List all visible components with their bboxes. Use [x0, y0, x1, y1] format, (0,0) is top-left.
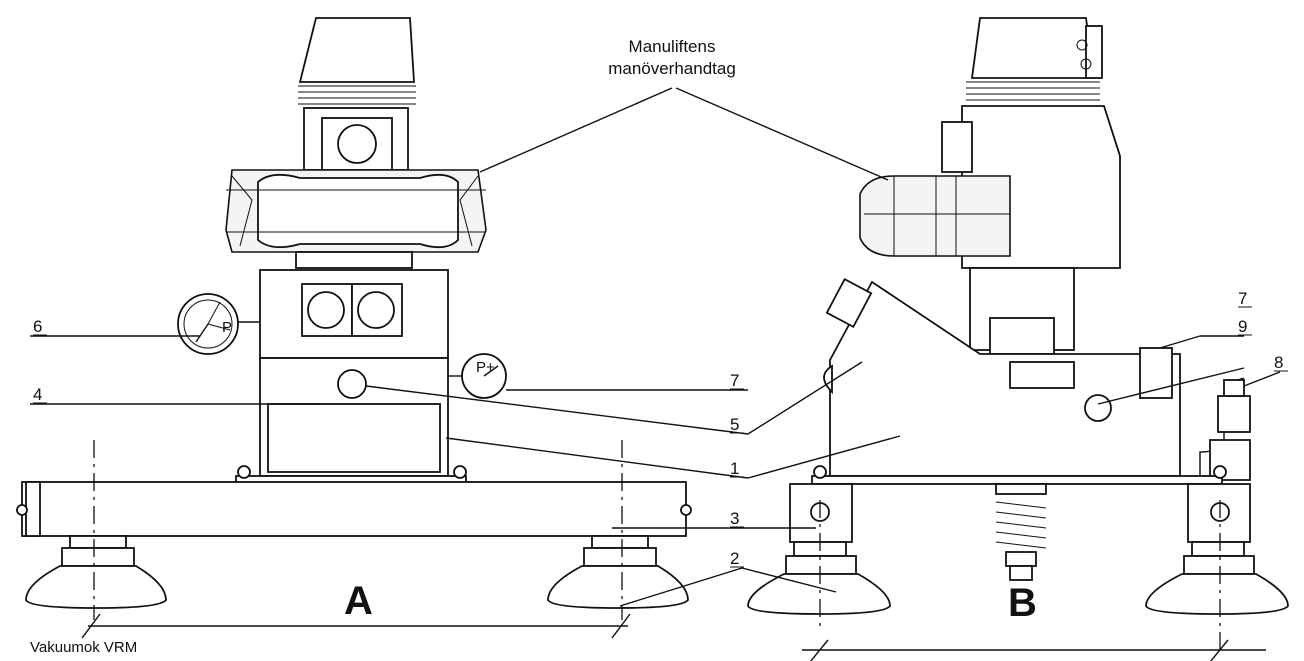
- callout-5: 5: [730, 415, 739, 434]
- callout-6: 6: [33, 317, 42, 336]
- view-b-label: B: [1008, 581, 1037, 625]
- callout-9: 9: [1238, 317, 1247, 336]
- leader-lines: [30, 87, 1281, 661]
- callout-7-b: 7: [1238, 289, 1247, 308]
- svg-text:P: P: [222, 319, 232, 336]
- handle-label-line2: manöverhandtag: [608, 59, 736, 78]
- caption-vacuum-cup: Vakuumok VRM: [30, 639, 137, 656]
- svg-text:P+: P+: [476, 359, 495, 376]
- callout-1: 1: [730, 459, 739, 478]
- callout-2: 2: [730, 549, 739, 568]
- callout-7-a: 7: [730, 371, 739, 390]
- view-b-drawing: [747, 17, 1289, 650]
- callout-3: 3: [730, 509, 739, 528]
- handle-label-line1: Manuliftens: [629, 37, 716, 56]
- view-a-drawing: P P+: [16, 17, 692, 620]
- view-a-label: A: [344, 579, 373, 623]
- callout-4: 4: [33, 385, 42, 404]
- callout-8: 8: [1274, 353, 1283, 372]
